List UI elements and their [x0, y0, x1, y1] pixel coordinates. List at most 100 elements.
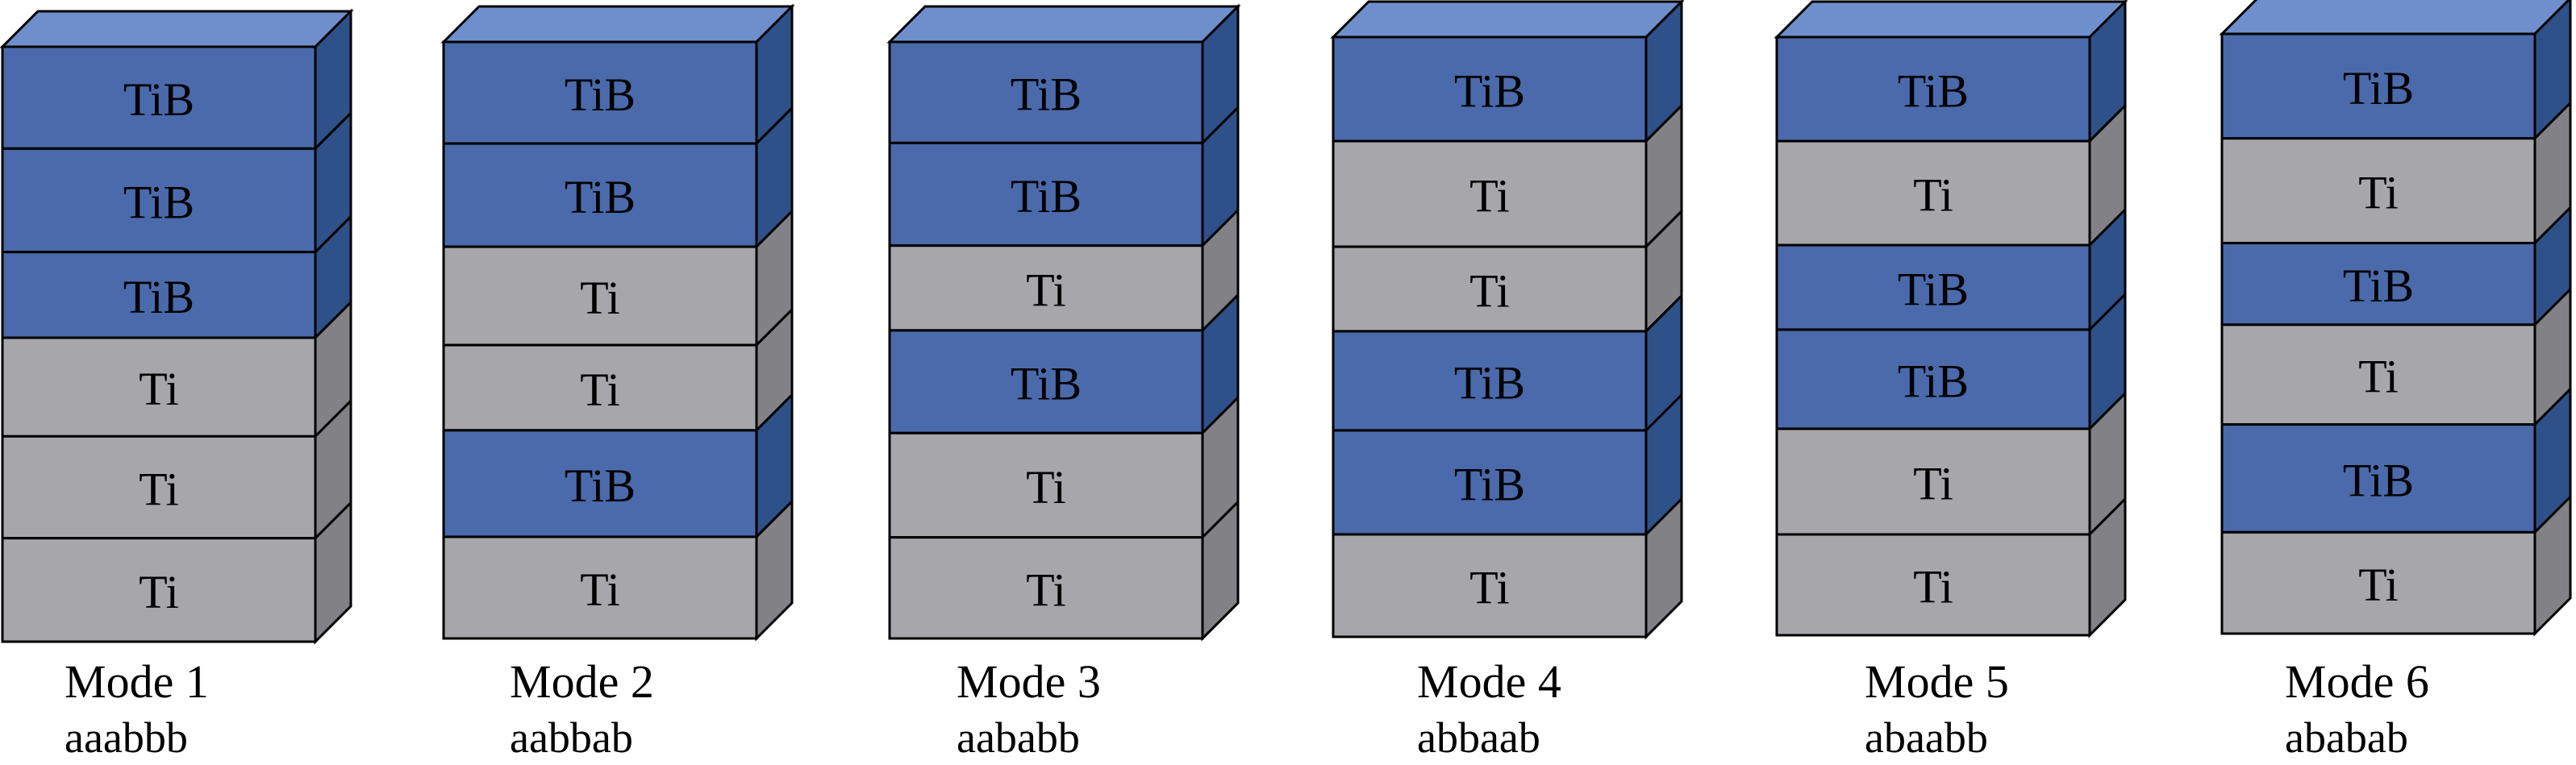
layer-label: TiB — [2343, 62, 2414, 114]
layer-ti: Ti — [1, 299, 352, 439]
mode-code: aababb — [957, 713, 1080, 762]
layer-label: TiB — [123, 73, 194, 126]
layer-front-face — [2220, 323, 2536, 426]
layer-label: TiB — [1898, 264, 1969, 316]
mode-code: ababab — [2285, 713, 2408, 762]
layer-front-face — [888, 431, 1204, 539]
layer-front-face — [442, 245, 758, 347]
layer-label: Ti — [139, 566, 179, 618]
layer-ti: Ti — [1332, 102, 1683, 250]
layer-ti: Ti — [442, 208, 794, 348]
stack-top-face — [1774, 0, 2128, 39]
layer-label: Ti — [1913, 457, 1953, 509]
layer-tib: TiB — [2220, 0, 2572, 142]
layer-label: Ti — [2358, 167, 2399, 219]
layer-ti: Ti — [2220, 493, 2572, 637]
stack-top-face — [1330, 0, 1685, 39]
layer-label: Ti — [580, 364, 620, 416]
layer-label: Ti — [1469, 561, 1510, 613]
layer-label: Ti — [139, 463, 179, 515]
layer-label: TiB — [123, 271, 194, 323]
mode-title: Mode 3 — [957, 655, 1101, 708]
layer-tib: TiB — [1775, 206, 2127, 333]
layer-front-face — [1775, 533, 2091, 637]
layer-label: TiB — [123, 177, 194, 229]
layer-tib: TiB — [888, 3, 1240, 146]
layer-label: TiB — [2343, 260, 2414, 312]
layer-front-face — [888, 244, 1204, 332]
layer-label: TiB — [1898, 355, 1969, 407]
layer-label: TiB — [1454, 458, 1525, 510]
layer-ti: Ti — [2220, 286, 2572, 428]
layer-ti: Ti — [1, 500, 352, 645]
mode-title: Mode 1 — [65, 655, 209, 708]
layer-label: TiB — [2343, 454, 2414, 506]
layer-label: TiB — [1011, 358, 1082, 410]
layer-tib: TiB — [888, 104, 1240, 249]
layer-tib: TiB — [888, 292, 1240, 436]
layer-front-face — [1332, 429, 1648, 536]
layer-front-face — [1, 147, 317, 254]
stack-top-face — [2219, 0, 2571, 35]
layer-label: TiB — [1011, 69, 1082, 121]
mode-title: Mode 4 — [1417, 655, 1561, 708]
layer-label: TiB — [565, 69, 636, 121]
layer-label: TiB — [1898, 65, 1969, 118]
layer-label: Ti — [139, 363, 179, 415]
layer-label: Ti — [2358, 351, 2399, 403]
layer-tib: TiB — [1, 8, 352, 152]
layer-label: Ti — [1026, 563, 1066, 616]
layer-ti: Ti — [1775, 390, 2127, 538]
layer-tib: TiB — [442, 392, 794, 540]
layer-ti: Ti — [1775, 496, 2127, 638]
layer-label: Ti — [580, 272, 620, 324]
layer-front-face — [2220, 241, 2536, 326]
layer-front-face — [442, 429, 758, 538]
mode-title: Mode 6 — [2285, 655, 2429, 708]
layer-front-face — [888, 40, 1204, 144]
layer-tib: TiB — [1332, 0, 1683, 144]
layer-tib: TiB — [1, 214, 352, 341]
stack-top-face — [0, 10, 354, 48]
mode-title: Mode 2 — [510, 655, 654, 708]
layer-front-face — [1775, 427, 2091, 536]
layer-front-face — [1, 251, 317, 339]
mode-code: aabbab — [510, 713, 633, 762]
layer-front-face — [2220, 137, 2536, 244]
mode-code: aaabbb — [65, 713, 188, 762]
layer-ti: Ti — [442, 306, 794, 434]
layer-tib: TiB — [2220, 385, 2572, 535]
mode-code: abaabb — [1865, 713, 1988, 762]
layer-front-face — [442, 535, 758, 640]
layer-tib: TiB — [442, 3, 794, 147]
layer-label: TiB — [1454, 356, 1525, 409]
layer-front-face — [888, 329, 1204, 434]
layer-front-face — [2220, 423, 2536, 534]
layer-ti: Ti — [1332, 208, 1683, 335]
layer-label: TiB — [1011, 170, 1082, 222]
layer-front-face — [2220, 530, 2536, 635]
layer-tib: TiB — [1775, 291, 2127, 432]
layer-ti: Ti — [888, 499, 1240, 642]
stack-top-face — [886, 5, 1241, 44]
layer-tib: TiB — [1332, 392, 1683, 538]
layer-front-face — [1, 45, 317, 150]
mode-code: abbaab — [1417, 713, 1540, 762]
layer-label: Ti — [2358, 559, 2399, 611]
layer-front-face — [1775, 243, 2091, 331]
layer-ti: Ti — [1775, 102, 2127, 248]
layer-label: Ti — [1026, 264, 1066, 316]
layer-label: Ti — [1469, 170, 1510, 222]
layer-label: TiB — [565, 459, 636, 512]
layer-front-face — [1775, 139, 2091, 247]
layer-label: Ti — [1913, 169, 1953, 222]
stack-top-face — [440, 5, 795, 44]
layer-ti: Ti — [888, 394, 1240, 541]
